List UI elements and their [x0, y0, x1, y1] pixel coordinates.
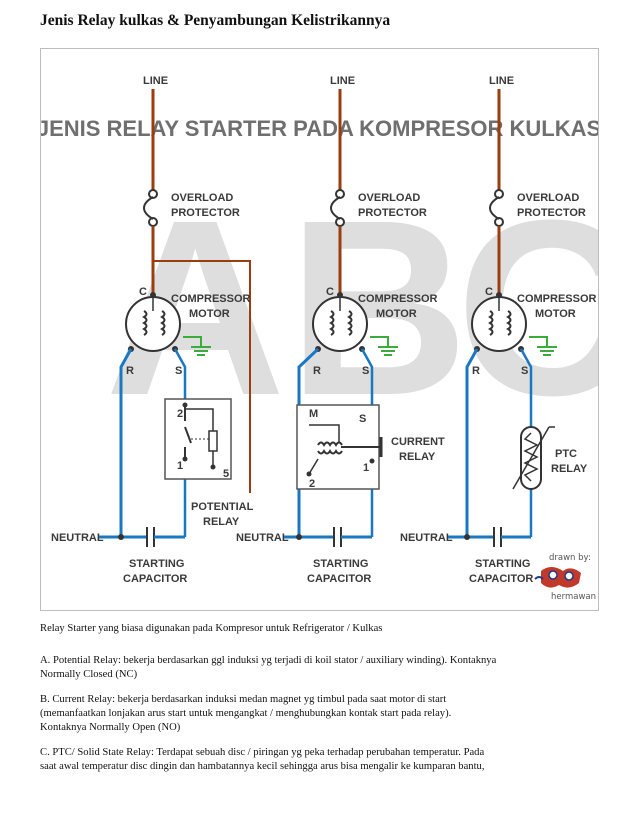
- motor-label-c: MOTOR: [535, 308, 576, 320]
- line-label-c: LINE: [489, 75, 514, 87]
- paragraph-line: Normally Closed (NC): [40, 669, 138, 680]
- compressor-label-b: COMPRESSOR: [358, 293, 438, 305]
- ptc-relay-label: RELAY: [551, 463, 588, 475]
- author-name: hermawan: [551, 592, 596, 602]
- starting-label-a: STARTING: [129, 558, 184, 570]
- ptc-label: PTC: [555, 448, 577, 460]
- potential-label: POTENTIAL: [191, 501, 254, 513]
- starting-label-c: STARTING: [475, 558, 530, 570]
- terminal-s-c: S: [521, 365, 528, 377]
- motor-label-b: MOTOR: [376, 308, 417, 320]
- line-label-b: LINE: [330, 75, 355, 87]
- pin-s-b: S: [359, 413, 366, 425]
- terminal-c-c: C: [485, 286, 493, 298]
- line-label-a: LINE: [143, 75, 168, 87]
- motor-label-a: MOTOR: [189, 308, 230, 320]
- terminal-s-b: S: [362, 365, 369, 377]
- protector-label-c: PROTECTOR: [517, 207, 586, 219]
- diagram-banner: JENIS RELAY STARTER PADA KOMPRESOR KULKA…: [41, 116, 598, 141]
- pin-2-b: 2: [309, 478, 315, 490]
- overload-label-b: OVERLOAD: [358, 192, 420, 204]
- starting-label-b: STARTING: [313, 558, 368, 570]
- protector-label-b: PROTECTOR: [358, 207, 427, 219]
- paragraph-line: (memanfaatkan lonjakan arus start untuk …: [40, 708, 452, 719]
- pin-2-a: 2: [177, 408, 183, 420]
- terminal-r-b: R: [313, 365, 321, 377]
- current-label: CURRENT: [391, 436, 445, 448]
- compressor-label-a: COMPRESSOR: [171, 293, 251, 305]
- diagram-caption: Relay Starter yang biasa digunakan pada …: [40, 623, 383, 634]
- terminal-s-a: S: [175, 365, 182, 377]
- pin-1-a: 1: [177, 460, 183, 472]
- paragraph-line: B. Current Relay: bekerja berdasarkan in…: [40, 694, 447, 705]
- pin-5-a: 5: [223, 468, 229, 480]
- author-logo: drawn by: hermawan: [534, 553, 596, 602]
- protector-label-a: PROTECTOR: [171, 207, 240, 219]
- potential-relay-label: RELAY: [203, 516, 240, 528]
- paragraph-potential-relay: A. Potential Relay: bekerja berdasarkan …: [40, 654, 600, 682]
- paragraph-ptc-relay: C. PTC/ Solid State Relay: Terdapat sebu…: [40, 746, 600, 776]
- overload-label-c: OVERLOAD: [517, 192, 579, 204]
- neutral-label-b: NEUTRAL: [236, 532, 289, 544]
- drawn-by-label: drawn by:: [549, 553, 591, 563]
- terminal-r-c: R: [472, 365, 480, 377]
- paragraph-line: Kontaknya Normally Open (NO): [40, 722, 181, 733]
- neutral-label-a: NEUTRAL: [51, 532, 104, 544]
- terminal-c-b: C: [326, 286, 334, 298]
- paragraph-line: C. PTC/ Solid State Relay: Terdapat sebu…: [40, 747, 485, 758]
- terminal-c-a: C: [139, 286, 147, 298]
- compressor-label-c: COMPRESSOR: [517, 293, 597, 305]
- circuit-a: LINE OVERLOAD PROTECTOR C R S COMPRESSOR…: [51, 75, 254, 585]
- paragraph-line: A. Potential Relay: bekerja berdasarkan …: [40, 655, 497, 666]
- overload-label-a: OVERLOAD: [171, 192, 233, 204]
- neutral-label-c: NEUTRAL: [400, 532, 453, 544]
- paragraph-line: saat awal temperatur disc dingin dan ham…: [40, 761, 485, 772]
- current-relay-label: RELAY: [399, 451, 436, 463]
- pin-1-b: 1: [363, 462, 369, 474]
- pin-m-b: M: [309, 408, 318, 420]
- capacitor-label-a: CAPACITOR: [123, 573, 187, 585]
- capacitor-label-b: CAPACITOR: [307, 573, 371, 585]
- circuit-c: LINE OVERLOAD PROTECTOR C R S COMPRESSOR…: [400, 75, 597, 585]
- circuit-b: LINE OVERLOAD PROTECTOR C R S COMPRESSOR…: [236, 75, 445, 585]
- relay-diagram: A B C JENIS RELAY STARTER PADA KOMPRESOR…: [40, 48, 599, 611]
- terminal-r-a: R: [126, 365, 134, 377]
- paragraph-current-relay: B. Current Relay: bekerja berdasarkan in…: [40, 693, 600, 735]
- capacitor-label-c: CAPACITOR: [469, 573, 533, 585]
- page-title: Jenis Relay kulkas & Penyambungan Kelist…: [40, 12, 391, 29]
